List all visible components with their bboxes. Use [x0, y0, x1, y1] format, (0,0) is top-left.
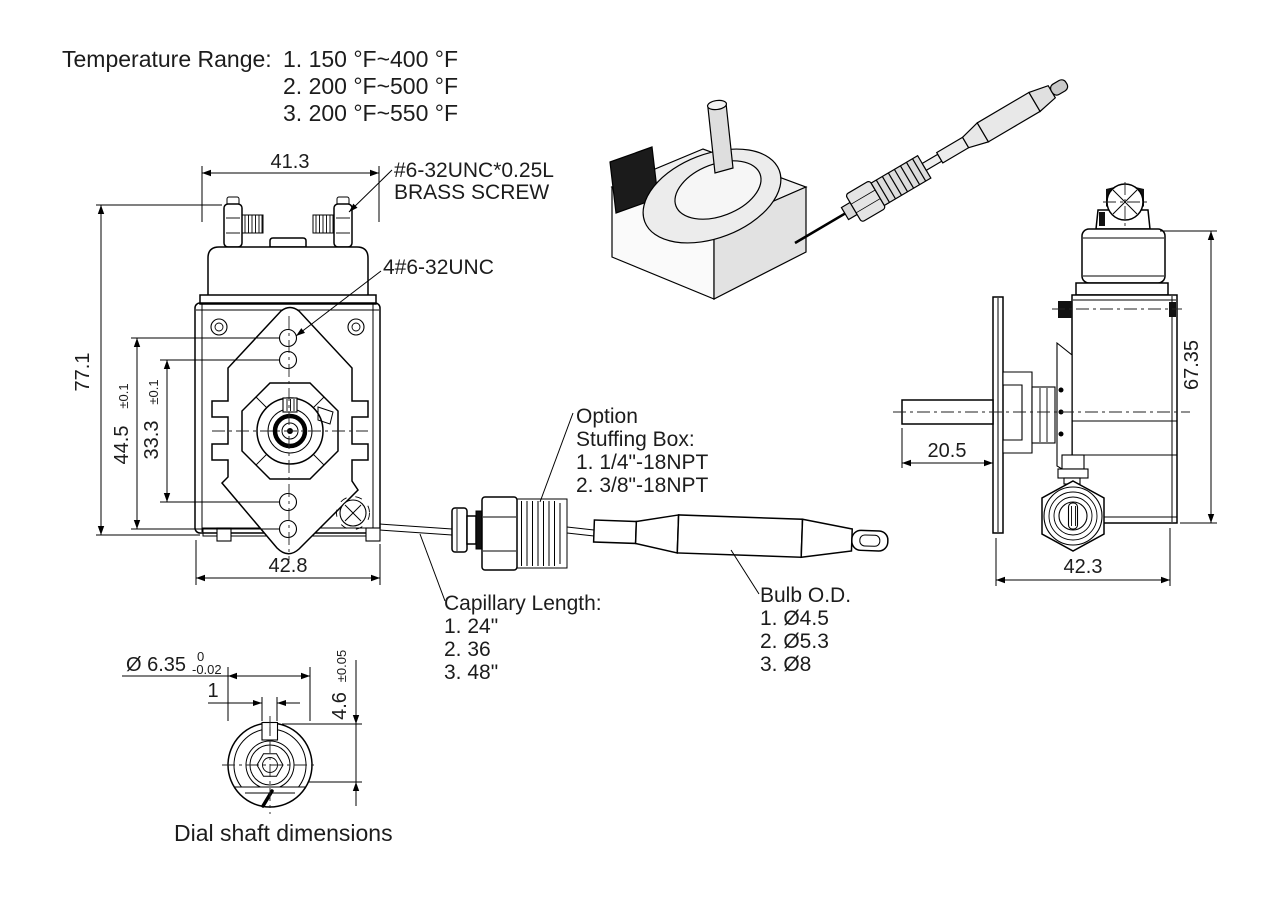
dim-hole-span-outer-tol: ±0.1 — [116, 383, 131, 408]
side-view — [893, 182, 1190, 552]
annotations: #6-32UNC*0.25L BRASS SCREW 4#6-32UNC Opt… — [174, 159, 851, 846]
switch-cap — [199, 237, 377, 305]
capillary-assembly — [379, 496, 889, 571]
dim-shaft-length-text: 20.5 — [928, 440, 967, 462]
stuffing-box-label-line1: Option — [576, 405, 638, 428]
isometric-view — [609, 79, 1069, 300]
corner-screw — [336, 496, 370, 530]
dim-dial-diameter: Ø 6.35 0 -0.02 — [122, 649, 311, 721]
brass-screw-label-line1: #6-32UNC*0.25L — [394, 159, 554, 182]
bulb-tip — [851, 529, 889, 552]
side-terminal — [1058, 301, 1072, 318]
dim-dial-slot-text: 1 — [207, 680, 218, 702]
temperature-range-item-1: 1. 150 °F~400 °F — [283, 46, 458, 72]
dim-hole-span-inner-tol: ±0.1 — [146, 379, 161, 404]
dim-dial-diameter-text: Ø 6.35 — [126, 654, 186, 676]
dim-dial-flat-text: 4.6 — [329, 692, 351, 720]
dim-dial-flat: 4.6 ±0.05 — [282, 650, 362, 806]
dial-detail-dimensions: Ø 6.35 0 -0.02 1 4.6 ±0.05 — [122, 649, 362, 806]
temperature-range-item-3: 3. 200 °F~550 °F — [283, 100, 458, 126]
brass-screw-left — [223, 196, 264, 248]
side-flange — [1075, 282, 1169, 296]
dim-dial-flat-tol: ±0.05 — [334, 650, 349, 682]
brass-screw-right — [312, 196, 353, 248]
bulb-option-1: 1. Ø4.5 — [760, 607, 829, 630]
dim-hole-span-outer: 44.5 ±0.1 — [111, 337, 280, 530]
dim-dial-slot: 1 — [207, 680, 300, 721]
temperature-note: Temperature Range: 1. 150 °F~400 °F 2. 2… — [62, 46, 458, 126]
bulb-option-3: 3. Ø8 — [760, 653, 811, 676]
dim-hole-span-outer-text: 44.5 — [111, 426, 133, 465]
leader-stuffing-box — [539, 412, 574, 503]
capillary-option-1: 1. 24" — [444, 615, 498, 638]
dim-front-width-bottom: 42.8 — [195, 540, 381, 585]
dim-front-width-bottom-text: 42.8 — [269, 555, 308, 577]
latch-detail — [317, 406, 334, 425]
dim-shaft-length: 20.5 — [901, 428, 993, 468]
npt-threads — [516, 498, 568, 569]
leader-mount-holes — [295, 270, 382, 337]
side-stuffing-box-end — [1041, 480, 1105, 552]
side-bracket — [1002, 371, 1033, 454]
stuffing-box-option-1: 1. 1/4"-18NPT — [576, 451, 709, 474]
side-view-dimensions: 67.35 20.5 42.3 — [901, 230, 1217, 586]
dim-front-width-top-text: 41.3 — [271, 151, 310, 173]
bulb-label-title: Bulb O.D. — [760, 584, 851, 607]
sensing-bulb — [592, 514, 889, 559]
temperature-range-label: Temperature Range: — [62, 46, 272, 72]
capillary-option-3: 3. 48" — [444, 661, 498, 684]
dim-front-height-text: 77.1 — [72, 353, 94, 392]
front-view — [194, 196, 381, 560]
dim-side-height-text: 67.35 — [1181, 340, 1203, 390]
dim-side-width-text: 42.3 — [1064, 556, 1103, 578]
dial-detail-view — [222, 716, 318, 814]
side-knob-cover — [1081, 228, 1166, 284]
dim-hole-span-inner-text: 33.3 — [141, 421, 163, 460]
leader-brass-screw — [348, 169, 393, 213]
dim-hole-span-inner: 33.3 ±0.1 — [141, 359, 280, 503]
stuffing-box — [451, 496, 568, 571]
capillary-option-2: 2. 36 — [444, 638, 491, 661]
temperature-range-item-2: 2. 200 °F~500 °F — [283, 73, 458, 99]
brass-screw-label-line2: BRASS SCREW — [394, 181, 549, 204]
dial-pointer — [261, 789, 274, 808]
leader-bulb — [730, 549, 760, 595]
dim-front-height: 77.1 — [72, 204, 222, 536]
iso-capillary-and-bulb — [794, 79, 1069, 245]
front-view-dimensions: 41.3 77.1 44.5 ±0.1 33.3 ±0.1 — [72, 151, 381, 585]
dim-dial-dia-tol-upper: 0 — [197, 649, 204, 664]
dim-side-width: 42.3 — [995, 528, 1171, 586]
mount-holes-label: 4#6-32UNC — [383, 256, 494, 279]
leader-capillary — [419, 533, 446, 602]
mount-holes — [278, 328, 298, 539]
dim-front-width-top: 41.3 — [201, 151, 380, 222]
bulb-option-2: 2. Ø5.3 — [760, 630, 829, 653]
capillary-label-title: Capillary Length: — [444, 592, 602, 615]
stuffing-box-option-2: 2. 3/8"-18NPT — [576, 474, 709, 497]
capillary-tube — [379, 523, 453, 530]
dim-dial-dia-tol-lower: -0.02 — [192, 662, 222, 677]
stuffing-box-label-line2: Stuffing Box: — [576, 428, 695, 451]
dial-detail-caption: Dial shaft dimensions — [174, 820, 393, 846]
dim-side-height: 67.35 — [1160, 230, 1217, 524]
